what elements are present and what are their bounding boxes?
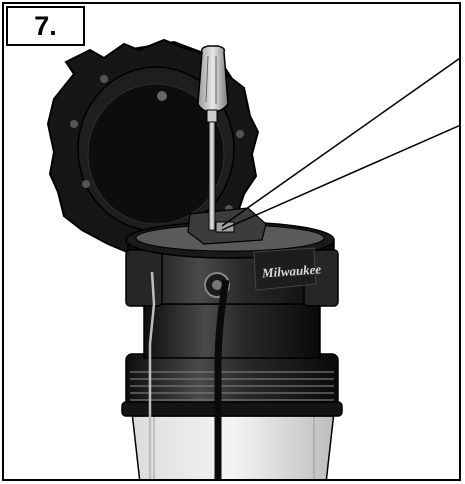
cord-icon — [214, 279, 230, 479]
light-body: Milwaukee — [121, 207, 343, 479]
illustration-frame: 7. — [2, 2, 461, 481]
hinge-pin-icon — [148, 271, 156, 479]
step-number: 7. — [6, 6, 85, 46]
callout-leader-lines-icon — [221, 57, 459, 231]
work-light-illustration: Milwaukee — [46, 38, 459, 479]
brand-logo: Milwaukee — [260, 261, 321, 280]
screwdriver-icon — [197, 45, 229, 231]
